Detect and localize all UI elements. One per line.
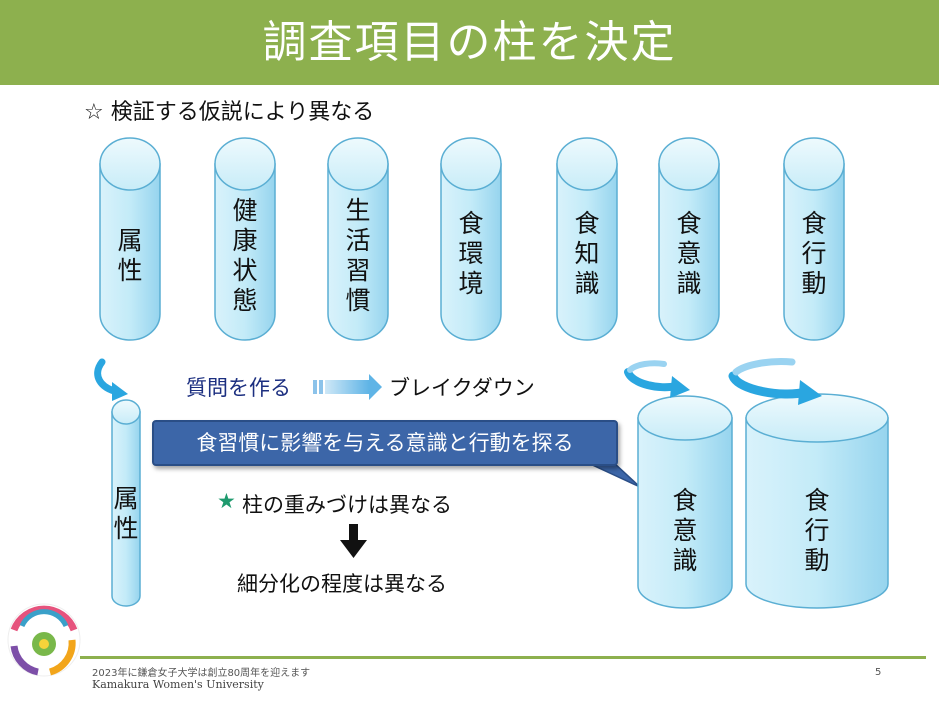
footer-line	[80, 656, 926, 659]
column-label-shokukankyo: 食環境	[458, 209, 484, 298]
title-bar	[0, 0, 939, 85]
column-label-seikatsu: 生活習慣	[345, 196, 371, 315]
cylinder-shokukankyo	[440, 137, 502, 341]
down-arrow-icon	[340, 524, 367, 558]
cylinder-shokuishiki	[658, 137, 720, 341]
big-column-label-shokukodo: 食行動	[804, 486, 830, 575]
banner-callout: 食習慣に影響を与える意識と行動を探る	[152, 420, 618, 466]
university-logo	[7, 603, 81, 677]
slide-title: 調査項目の柱を決定	[262, 17, 677, 68]
column-label-shokukodo: 食行動	[801, 209, 827, 298]
slide-subtitle: ☆ 検証する仮説により異なる	[84, 100, 375, 125]
page-number: 5	[875, 667, 882, 678]
note-granularity: 細分化の程度は異なる	[237, 572, 447, 596]
note-weighting: 柱の重みづけは異なる	[242, 493, 452, 517]
cylinder-narrow-zokusei	[111, 399, 141, 607]
flow-label-breakdown: ブレイクダウン	[389, 376, 535, 400]
cylinder-shokuchishiki	[556, 137, 618, 341]
column-label-kenko: 健康状態	[232, 196, 258, 315]
footer-university: Kamakura Women's University	[92, 678, 264, 691]
footer-anniversary: 2023年に鎌倉女子大学は創立80周年を迎えます	[92, 668, 311, 679]
cylinder-zokusei	[99, 137, 161, 341]
column-label-shokuishiki: 食意識	[676, 209, 702, 298]
star-icon: ★	[217, 489, 236, 513]
rotate-arrow-icon	[728, 358, 822, 405]
column-label-shokuchishiki: 食知識	[574, 209, 600, 298]
cylinder-seikatsu	[327, 137, 389, 341]
flow-label-make-questions: 質問を作る	[186, 376, 291, 400]
big-column-label-shokuishiki: 食意識	[672, 486, 698, 575]
cylinder-shokukodo	[783, 137, 845, 341]
big-cylinder-shokuishiki	[637, 395, 733, 609]
cylinder-kenko	[214, 137, 276, 341]
big-cylinder-shokukodo	[745, 393, 889, 609]
column-label-zokusei: 属性	[117, 226, 143, 285]
flow-arrow-icon	[313, 374, 382, 400]
narrow-column-label: 属性	[113, 484, 139, 543]
rotate-arrow-icon	[624, 360, 690, 398]
